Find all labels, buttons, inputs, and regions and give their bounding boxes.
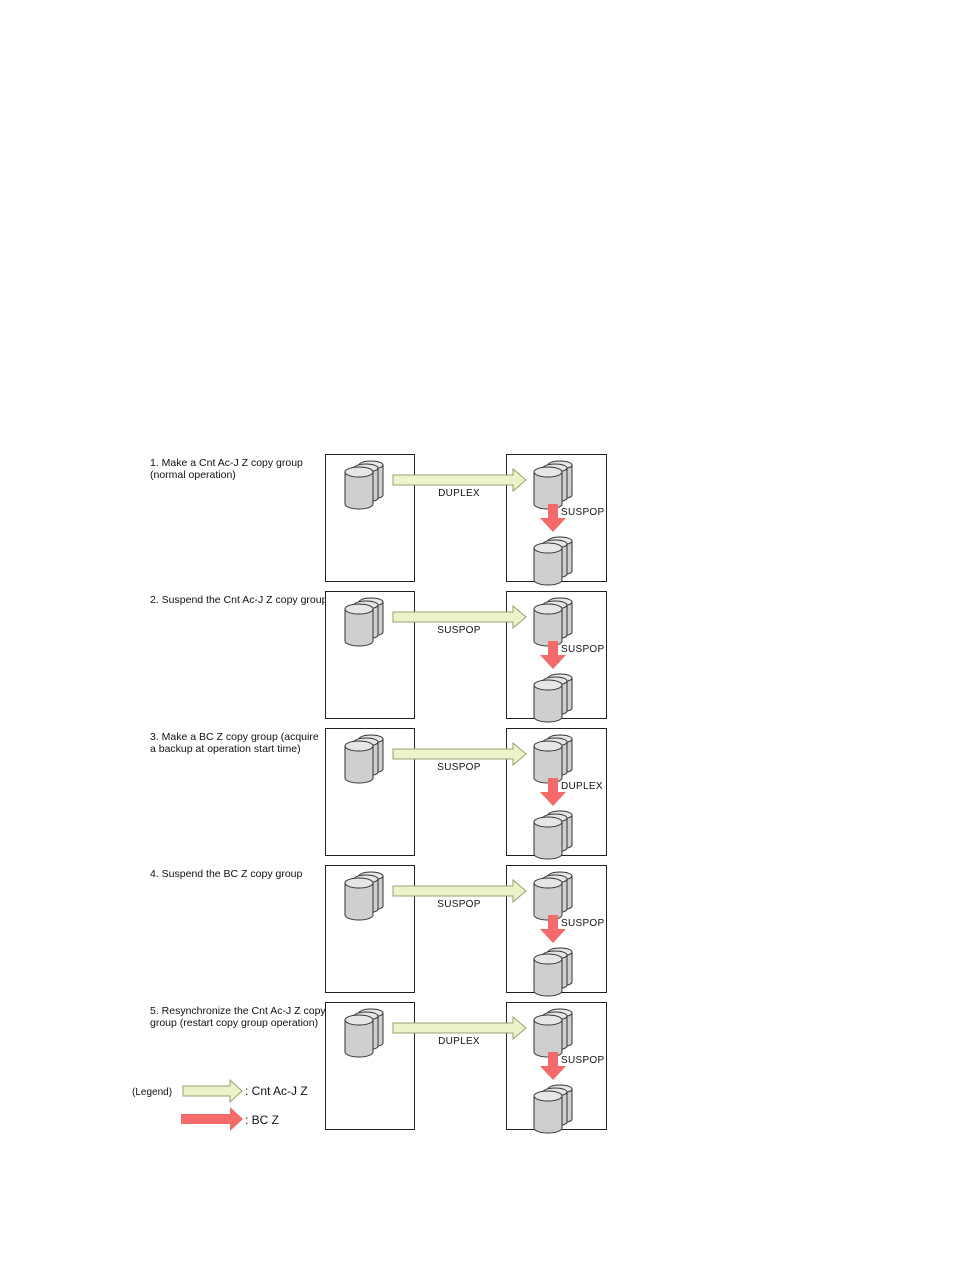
step-3-description-line-2: a backup at operation start time) — [150, 743, 301, 755]
steps-layer: 1. Make a Cnt Ac-J Z copy group(normal o… — [150, 454, 607, 1134]
step-3-description-line-1: 3. Make a BC Z copy group (acquire — [150, 731, 319, 743]
step-5-vertical-status: SUSPOP — [561, 1055, 605, 1066]
step-3-cnt-arrow — [392, 741, 527, 767]
legend-cnt-label: : Cnt Ac-J Z — [245, 1084, 308, 1098]
step-4-horizontal-status: SUSPOP — [437, 899, 481, 910]
step-5-bc-arrow — [540, 1052, 566, 1080]
step-1-primary-disk-stack-icon — [344, 460, 384, 510]
step-1-vertical-status: SUSPOP — [561, 507, 605, 518]
legend-caption: (Legend) — [132, 1087, 172, 1098]
legend-bc-arrow — [181, 1107, 243, 1131]
step-1-cnt-arrow — [392, 467, 527, 493]
step-4-description-line-1: 4. Suspend the BC Z copy group — [150, 868, 303, 880]
legend-cnt-arrow — [182, 1078, 243, 1104]
step-1-description-line-2: (normal operation) — [150, 469, 236, 481]
step-2-description-line-1: 2. Suspend the Cnt Ac-J Z copy group — [150, 594, 328, 606]
step-4-backup-disk-stack-icon — [533, 947, 573, 997]
legend-bc-label: : BC Z — [245, 1113, 279, 1127]
step-4-vertical-status: SUSPOP — [561, 918, 605, 929]
step-4-secondary-disk-stack-icon — [533, 871, 573, 921]
step-1-horizontal-status: DUPLEX — [438, 488, 480, 499]
step-4-bc-arrow — [540, 915, 566, 943]
step-5-cnt-arrow — [392, 1015, 527, 1041]
step-4-cnt-arrow — [392, 878, 527, 904]
step-1-backup-disk-stack-icon — [533, 536, 573, 586]
step-3-backup-disk-stack-icon — [533, 810, 573, 860]
legend: (Legend) : Cnt Ac-J Z : BC Z — [132, 1078, 308, 1131]
step-2-horizontal-status: SUSPOP — [437, 625, 481, 636]
step-1-bc-arrow — [540, 504, 566, 532]
step-1-secondary-disk-stack-icon — [533, 460, 573, 510]
step-4-primary-disk-stack-icon — [344, 871, 384, 921]
step-1-description-line-1: 1. Make a Cnt Ac-J Z copy group — [150, 457, 303, 469]
step-2-primary-disk-stack-icon — [344, 597, 384, 647]
step-3-horizontal-status: SUSPOP — [437, 762, 481, 773]
step-3-bc-arrow — [540, 778, 566, 806]
step-5-horizontal-status: DUPLEX — [438, 1036, 480, 1047]
step-2-vertical-status: SUSPOP — [561, 644, 605, 655]
step-5-backup-disk-stack-icon — [533, 1084, 573, 1134]
step-5-description-line-2: group (restart copy group operation) — [150, 1017, 318, 1029]
step-2-bc-arrow — [540, 641, 566, 669]
step-3-primary-disk-stack-icon — [344, 734, 384, 784]
step-5-secondary-disk-stack-icon — [533, 1008, 573, 1058]
step-2-secondary-disk-stack-icon — [533, 597, 573, 647]
step-5-primary-disk-stack-icon — [344, 1008, 384, 1058]
step-5-description-line-1: 5. Resynchronize the Cnt Ac-J Z copy — [150, 1005, 326, 1017]
step-3-vertical-status: DUPLEX — [561, 781, 603, 792]
step-2-cnt-arrow — [392, 604, 527, 630]
step-2-backup-disk-stack-icon — [533, 673, 573, 723]
